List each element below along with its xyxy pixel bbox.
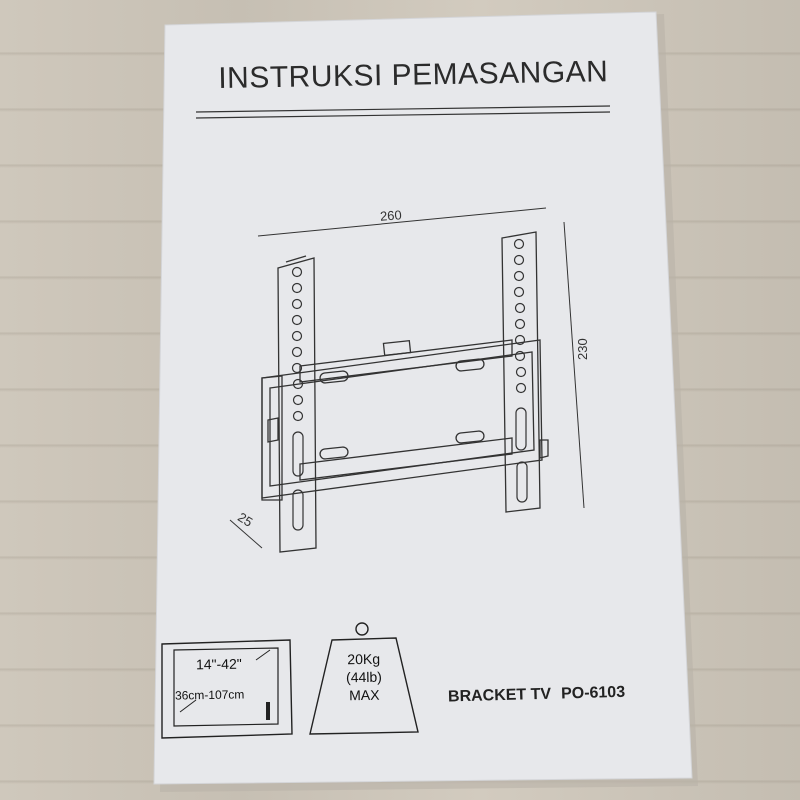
weight-max: MAX [349,686,380,704]
paper-sheet [154,12,692,784]
product-name: BRACKET TV [447,685,552,706]
dimension-width-label: 260 [379,207,403,224]
page-title: INSTRUKSI PEMASANGAN [218,55,609,95]
dim-line-25 [229,519,263,549]
product-code: PO-6103 [560,683,626,703]
tv-icon-outline [161,639,293,739]
title-rule-bottom [195,111,611,119]
dimension-height-label: 230 [575,338,590,360]
bracket-drawing [261,231,549,553]
right-arm-holes [513,238,528,503]
screen-size-cm: 36cm-107cm [174,687,245,703]
title-rule-top [195,105,611,113]
weight-kg: 20Kg [347,650,381,668]
weight-icon [309,622,419,735]
dim-line-230 [563,221,585,509]
screen-size-inches: 14"-42" [195,655,242,673]
max-weight-label: 20Kg (44lb) MAX [326,649,403,704]
dim-line-260 [257,207,547,237]
left-arm-holes [291,266,304,531]
tv-icon-screen [173,647,279,727]
weight-lb: (44lb) [345,668,383,686]
